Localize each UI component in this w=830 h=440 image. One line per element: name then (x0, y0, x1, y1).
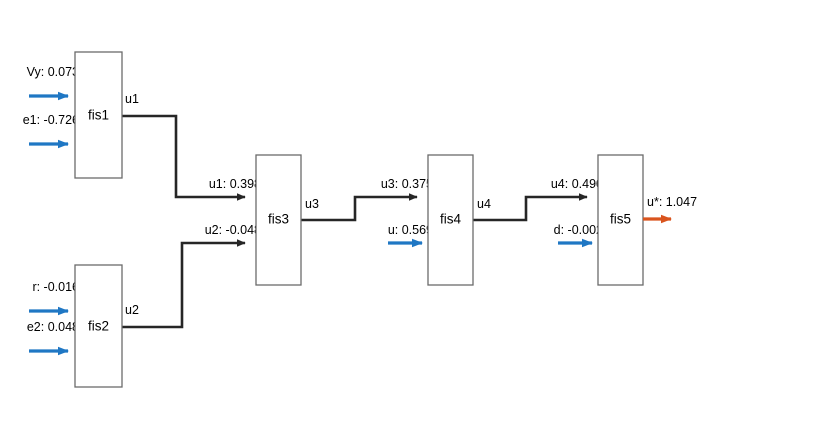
connection-fis1-to-fis3 (122, 114, 246, 201)
input-label-e2: e2: 0.048 (27, 320, 79, 334)
fis-block-fis2[interactable]: fis2 (74, 264, 123, 388)
fis-block-fis4[interactable]: fis4 (427, 154, 474, 286)
link-label-u4: u4: 0.490 (551, 177, 603, 191)
connection-layer (122, 114, 588, 329)
fis-block-fis4-rect[interactable] (427, 154, 474, 286)
fis-block-fis1[interactable]: fis1 (74, 51, 123, 179)
final-output-label: u*: 1.047 (647, 195, 697, 209)
fis-block-fis5-label: fis5 (610, 212, 631, 227)
output-port-label-u4: u4 (477, 197, 491, 211)
output-port-label-u3: u3 (305, 197, 319, 211)
signal-label-layer: Vy: 0.073 e1: -0.726 r: -0.016 e2: 0.048… (23, 65, 603, 334)
input-label-u: u: 0.569 (388, 223, 433, 237)
fis-block-fis3-rect[interactable] (255, 154, 302, 286)
fis-block-fis1-rect[interactable] (74, 51, 123, 179)
fis-block-fis2-label: fis2 (88, 319, 109, 334)
output-port-label-layer: u1 u2 u3 u4 (125, 92, 491, 317)
fis-block-fis5-rect[interactable] (597, 154, 644, 286)
input-label-r: r: -0.016 (32, 280, 79, 294)
final-output-group: u*: 1.047 (643, 195, 697, 224)
input-label-vy: Vy: 0.073 (27, 65, 79, 79)
link-label-u3: u3: 0.375 (381, 177, 433, 191)
external-input-arrow-layer (29, 91, 593, 356)
fis-block-fis5[interactable]: fis5 (597, 154, 644, 286)
fis-block-fis4-label: fis4 (440, 212, 462, 227)
output-port-label-u2: u2 (125, 303, 139, 317)
connection-fis4-to-fis5 (472, 193, 588, 222)
fis-block-fis3[interactable]: fis3 (255, 154, 302, 286)
connection-fis3-to-fis4 (301, 193, 418, 222)
fis-block-fis2-rect[interactable] (74, 264, 123, 388)
output-port-label-u1: u1 (125, 92, 139, 106)
fis-block-layer: fis1 fis2 fis3 fis4 fis5 (74, 51, 644, 388)
link-label-u2: u2: -0.048 (205, 223, 261, 237)
input-label-e1: e1: -0.726 (23, 113, 79, 127)
input-label-d: d: -0.002 (554, 223, 603, 237)
link-label-u1: u1: 0.398 (209, 177, 261, 191)
connection-fis2-to-fis3 (122, 239, 246, 329)
fis-block-fis3-label: fis3 (268, 212, 289, 227)
fis-block-fis1-label: fis1 (88, 108, 109, 123)
